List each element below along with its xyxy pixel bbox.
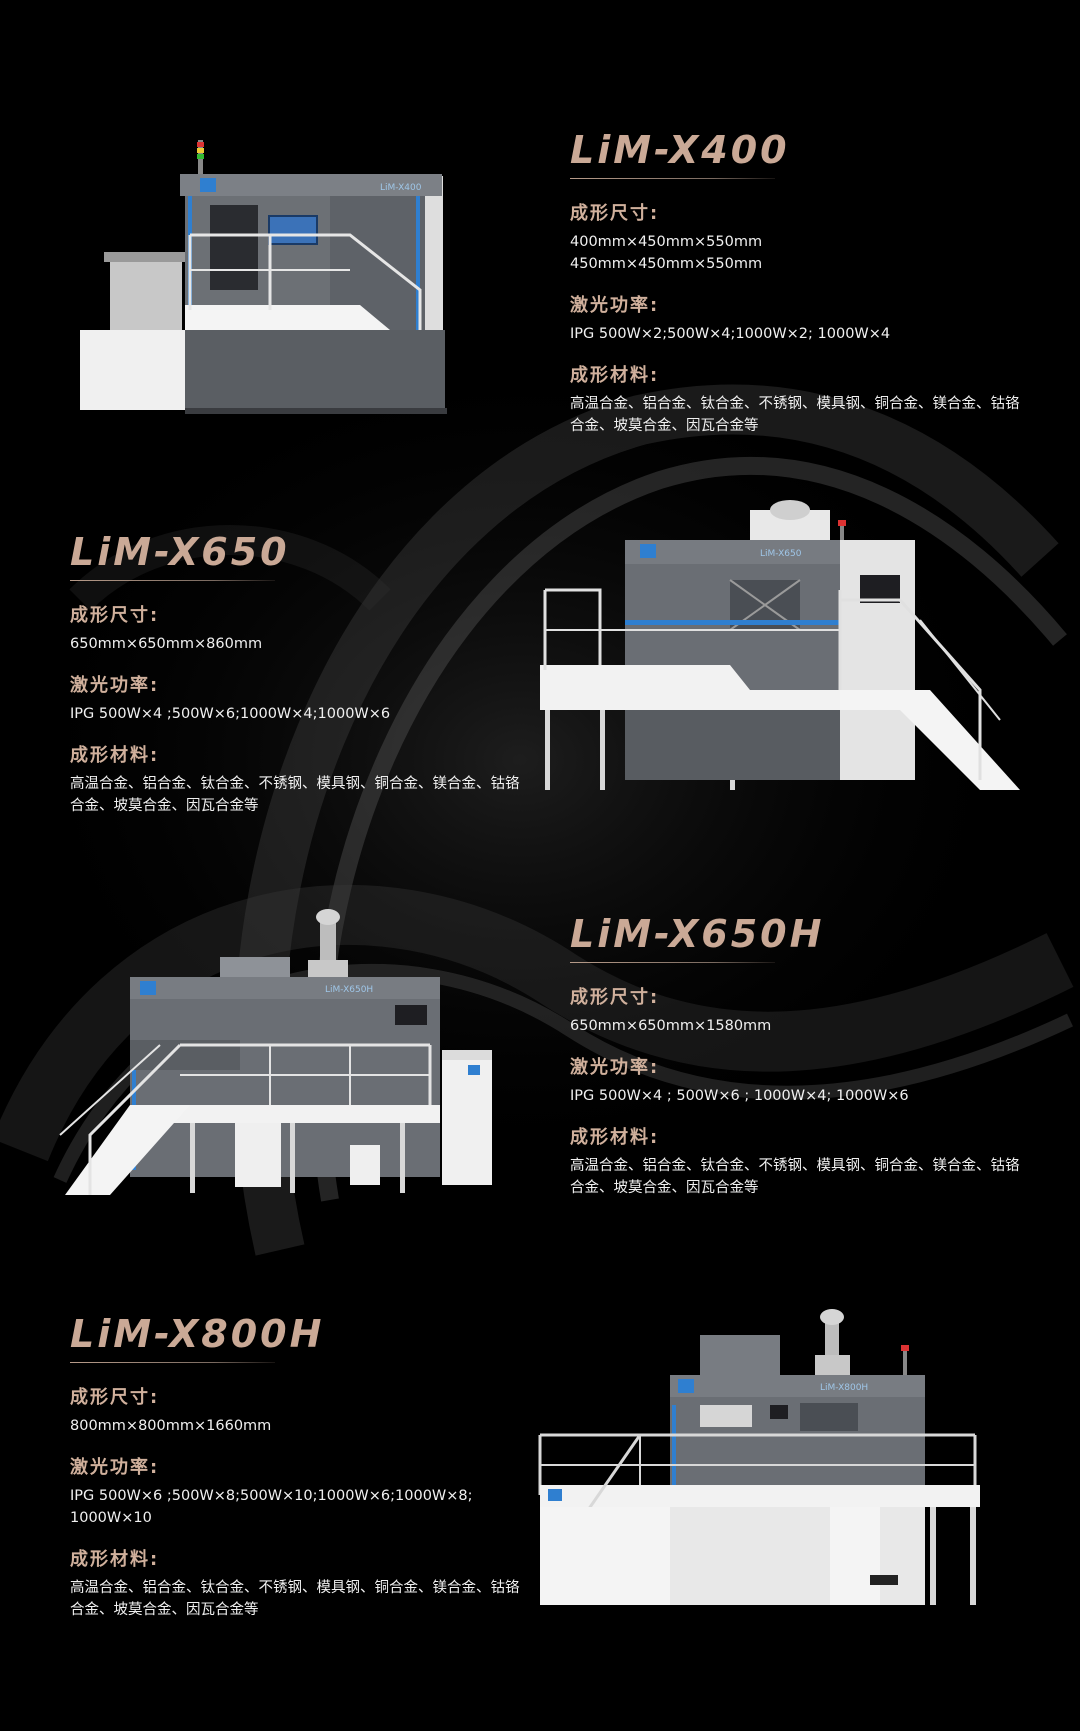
material-label: 成形材料:: [570, 365, 660, 386]
title-underline: [70, 580, 275, 581]
product-lim-x650h: LiM-X650H 成形尺寸: 650mm×650mm×1580mm 激光功率:…: [570, 912, 1030, 1199]
machine-panel-label: LiM-X400: [380, 183, 422, 193]
laser-label: 激光功率:: [70, 1457, 160, 1478]
size-label: 成形尺寸:: [70, 605, 160, 626]
machine-panel-label: LiM-X650: [760, 549, 802, 559]
laser-label: 激光功率:: [70, 675, 160, 696]
product-lim-x800h: LiM-X800H 成形尺寸: 800mm×800mm×1660mm 激光功率:…: [70, 1312, 530, 1621]
material-label: 成形材料:: [570, 1127, 660, 1148]
size-value: 650mm×650mm×1580mm: [570, 1018, 772, 1034]
material-label: 成形材料:: [70, 1549, 160, 1570]
machine-image-lim-x650: LiM-X650: [540, 500, 1020, 790]
machine-panel-label: LiM-X800H: [820, 1383, 868, 1393]
material-value: 高温合金、铝合金、钛合金、不锈钢、模具钢、铜合金、镁合金、钴铬 合金、坡莫合金、…: [70, 776, 520, 814]
title-underline: [570, 962, 775, 963]
material-value: 高温合金、铝合金、钛合金、不锈钢、模具钢、铜合金、镁合金、钴铬 合金、坡莫合金、…: [70, 1580, 520, 1618]
material-value: 高温合金、铝合金、钛合金、不锈钢、模具钢、铜合金、镁合金、钴铬 合金、坡莫合金、…: [570, 396, 1020, 434]
machine-image-lim-x800h: LiM-X800H: [538, 1309, 980, 1605]
title-underline: [570, 178, 775, 179]
material-value: 高温合金、铝合金、钛合金、不锈钢、模具钢、铜合金、镁合金、钴铬 合金、坡莫合金、…: [570, 1158, 1020, 1196]
machine-panel-label: LiM-X650H: [325, 985, 373, 995]
size-value: 400mm×450mm×550mm 450mm×450mm×550mm: [570, 234, 763, 272]
laser-label: 激光功率:: [570, 1057, 660, 1078]
title-underline: [70, 1362, 275, 1363]
model-title: LiM-X650H: [570, 912, 825, 956]
size-value: 800mm×800mm×1660mm: [70, 1418, 272, 1434]
material-label: 成形材料:: [70, 745, 160, 766]
laser-value: IPG 500W×6 ;500W×8;500W×10;1000W×6;1000W…: [70, 1488, 473, 1526]
laser-value: IPG 500W×4 ; 500W×6 ; 1000W×4; 1000W×6: [570, 1088, 909, 1104]
model-title: LiM-X650: [70, 530, 290, 574]
size-label: 成形尺寸:: [570, 203, 660, 224]
machine-image-lim-x650h: LiM-X650H: [59, 909, 492, 1195]
size-value: 650mm×650mm×860mm: [70, 636, 263, 652]
model-title: LiM-X800H: [70, 1312, 325, 1356]
laser-value: IPG 500W×2;500W×4;1000W×2; 1000W×4: [570, 326, 891, 342]
laser-value: IPG 500W×4 ;500W×6;1000W×4;1000W×6: [70, 706, 391, 722]
laser-label: 激光功率:: [570, 295, 660, 316]
product-lim-x650: LiM-X650 成形尺寸: 650mm×650mm×860mm 激光功率: I…: [70, 530, 530, 817]
machine-image-lim-x400: LiM-X400: [80, 140, 447, 414]
product-lim-x400: LiM-X400 成形尺寸: 400mm×450mm×550mm 450mm×4…: [570, 128, 1030, 437]
size-label: 成形尺寸:: [570, 987, 660, 1008]
size-label: 成形尺寸:: [70, 1387, 160, 1408]
model-title: LiM-X400: [570, 128, 790, 172]
